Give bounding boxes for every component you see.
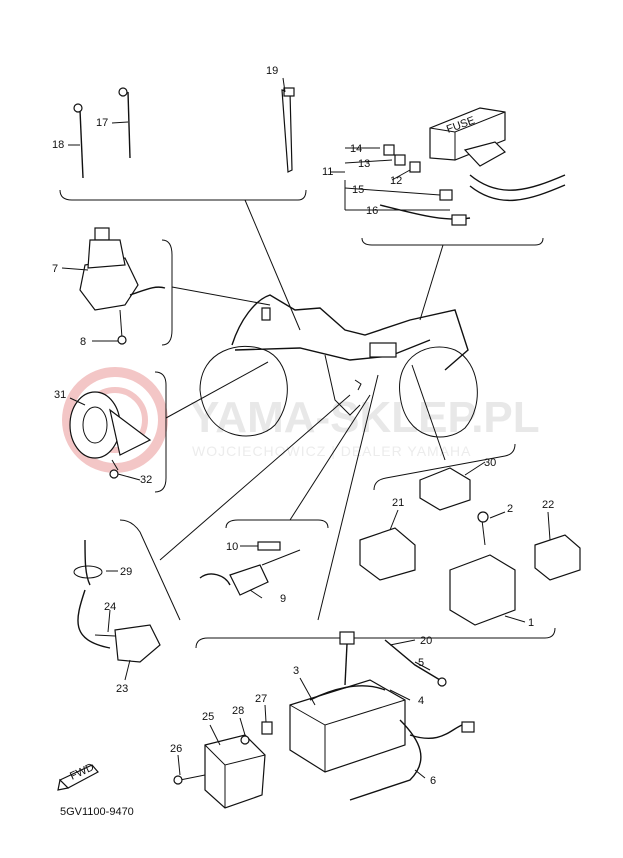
callout-23: 23 <box>116 683 128 695</box>
callout-21: 21 <box>392 497 404 509</box>
callout-numbers: 19 17 18 14 13 11 12 15 16 7 8 31 32 30 … <box>52 65 554 787</box>
wire-connector <box>199 541 301 596</box>
callout-22: 22 <box>542 499 554 511</box>
callout-17: 17 <box>96 117 108 129</box>
callout-13: 13 <box>358 158 370 170</box>
group-brackets <box>59 180 556 649</box>
watermark-brand: YAMA-SKLEP.PL <box>190 393 540 442</box>
callout-19: 19 <box>266 65 278 77</box>
callout-30: 30 <box>484 457 496 469</box>
watermark-dealer: WOJCIECHOWICZ | DEALER YAMAHA <box>192 443 471 459</box>
callout-25: 25 <box>202 711 214 723</box>
horn <box>69 391 152 479</box>
callout-18: 18 <box>52 139 64 151</box>
callout-27: 27 <box>255 693 267 705</box>
callout-20: 20 <box>420 635 432 647</box>
drawing-code: 5GV1100-9470 <box>60 806 134 818</box>
motorcycle-outline <box>199 294 478 438</box>
leader-lines <box>159 199 446 621</box>
battery <box>289 631 475 801</box>
callout-4: 4 <box>418 695 424 707</box>
fuse-box: FUSE <box>379 107 566 226</box>
sensor-assembly <box>73 539 161 663</box>
callout-29: 29 <box>120 566 132 578</box>
fwd-arrow-icon: FWD <box>57 761 99 791</box>
callout-10: 10 <box>226 541 238 553</box>
callout-6: 6 <box>430 775 436 787</box>
callout-14: 14 <box>350 143 362 155</box>
callout-15: 15 <box>352 184 364 196</box>
callout-31: 31 <box>54 389 66 401</box>
rectifier-regulator <box>173 721 273 809</box>
callout-7: 7 <box>52 263 58 275</box>
main-switch <box>79 227 166 345</box>
callout-16: 16 <box>366 205 378 217</box>
relays <box>359 467 581 626</box>
callout-8: 8 <box>80 336 86 348</box>
callout-2: 2 <box>507 503 513 515</box>
callout-5: 5 <box>418 657 424 669</box>
callout-leaders <box>61 77 551 779</box>
callout-26: 26 <box>170 743 182 755</box>
watermark-logo <box>62 367 168 473</box>
cable-ties <box>73 87 295 179</box>
callout-9: 9 <box>280 593 286 605</box>
callout-3: 3 <box>293 665 299 677</box>
callout-12: 12 <box>390 175 402 187</box>
callout-1: 1 <box>528 617 534 629</box>
callout-24: 24 <box>104 601 116 613</box>
callout-32: 32 <box>140 474 152 486</box>
watermark: YAMA-SKLEP.PL WOJCIECHOWICZ | DEALER YAM… <box>62 367 540 473</box>
callout-11: 11 <box>322 166 333 178</box>
callout-28: 28 <box>232 705 244 717</box>
